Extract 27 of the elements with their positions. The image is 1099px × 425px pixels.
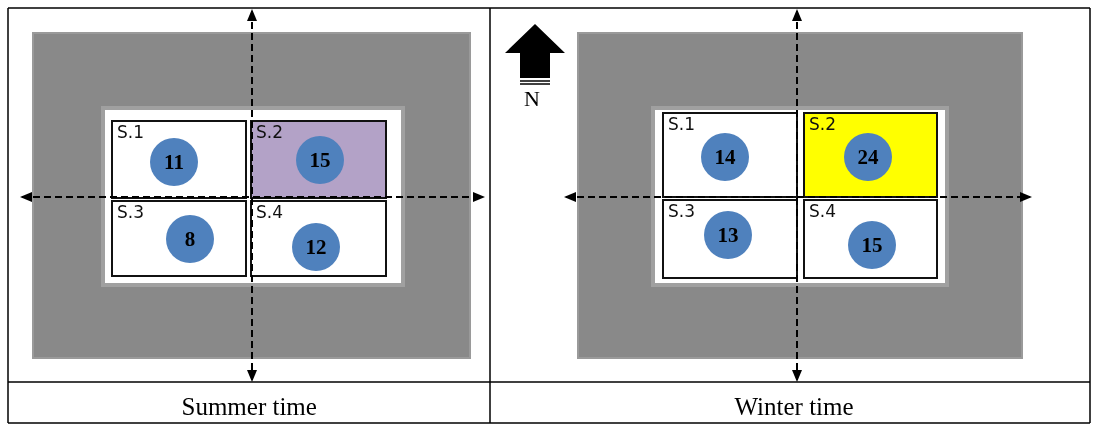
room-label: S.2 bbox=[809, 114, 836, 134]
value-circle: 15 bbox=[848, 221, 896, 269]
room-box bbox=[250, 120, 387, 199]
room-label: S.4 bbox=[256, 202, 283, 222]
panel-caption: Winter time bbox=[734, 392, 854, 421]
room-box bbox=[803, 199, 938, 279]
room-label: S.3 bbox=[668, 201, 695, 221]
panel-caption: Summer time bbox=[181, 392, 317, 421]
value-circle: 15 bbox=[296, 136, 344, 184]
value-circle: 13 bbox=[704, 211, 752, 259]
room-label: S.1 bbox=[117, 122, 144, 142]
value-circle: 24 bbox=[844, 133, 892, 181]
value-circle: 11 bbox=[150, 138, 198, 186]
room-box bbox=[111, 120, 247, 199]
room-box bbox=[111, 200, 247, 277]
value-circle: 14 bbox=[701, 133, 749, 181]
room-label: S.2 bbox=[256, 122, 283, 142]
value-circle: 12 bbox=[292, 223, 340, 271]
room-box bbox=[803, 112, 938, 198]
room-box bbox=[662, 112, 798, 198]
north-label: N bbox=[524, 86, 540, 112]
room-label: S.1 bbox=[668, 114, 695, 134]
room-label: S.3 bbox=[117, 202, 144, 222]
room-box bbox=[662, 199, 798, 279]
room-label: S.4 bbox=[809, 201, 836, 221]
value-circle: 8 bbox=[166, 215, 214, 263]
room-box bbox=[250, 200, 387, 277]
